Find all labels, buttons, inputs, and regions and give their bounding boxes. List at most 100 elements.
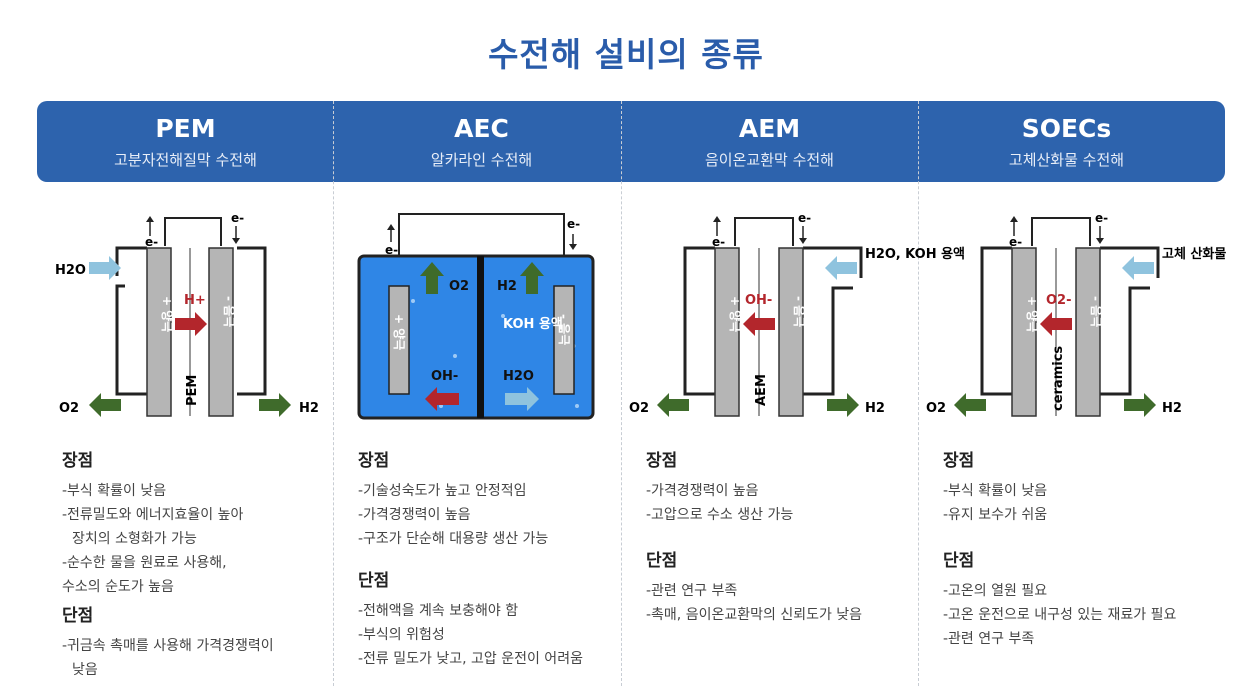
aem-diagram: e- e- H2O, KOH 용액 OH- + 양극 - 음극 AEM O2 H… [621,206,965,436]
input-label: 고체 산화물 [1162,246,1226,262]
pros-item: -전류밀도와 에너지효율이 높아 [62,507,244,523]
anode [388,285,410,395]
pros-title: 장점 [358,451,390,471]
cathode [553,285,575,395]
anode [714,247,740,417]
cathode-label: - 음극 [792,296,807,327]
membrane-label: PEM [185,375,200,406]
column-header: AEC 알카라인 수전해 [333,101,630,182]
electrolyte-tank [357,254,595,420]
column-header: AEM 음이온교환막 수전해 [621,101,918,182]
cons-item: -전해액을 계속 보충해야 함 [358,603,519,619]
electron-label: e- [1095,211,1108,225]
input-label: H2O, KOH 용액 [865,246,965,262]
anode-label: + 양극 [1025,296,1040,332]
column-pem: PEM 고분자전해질막 수전해 e- e- H2O [37,101,334,691]
output-o2: O2 [629,401,649,416]
h2-label: H2 [497,279,517,294]
pros-section: 장점 -부식 확률이 낮음 -유지 보수가 쉬움 [943,446,1213,527]
cons-title: 단점 [943,551,975,571]
anode-label: + 양극 [392,314,407,350]
pros-title: 장점 [62,451,94,471]
column-aec: AEC 알카라인 수전해 + 양극 - 음극 [333,101,630,691]
pros-section: 장점 -가격경쟁력이 높음 -고압으로 수소 생산 가능 [646,446,916,527]
electrolyte-label: KOH 용액 [503,316,563,332]
page-title: 수전해 설비의 종류 [488,35,764,74]
electron-label: e- [385,243,398,257]
electron-label: e- [798,211,811,225]
pros-item: -구조가 단순해 대용량 생산 가능 [358,531,549,547]
output-h2: H2 [865,401,885,416]
cathode [1075,247,1101,417]
anode-label: + 양극 [728,296,743,332]
pros-item: -부식 확률이 낮음 [943,483,1048,499]
header-bar [37,101,1225,182]
pros-item: -고압으로 수소 생산 가능 [646,507,794,523]
cathode-label: - 음극 [1089,296,1104,327]
cathode-label: - 음극 [557,314,572,345]
cons-title: 단점 [646,551,678,571]
column-subtitle: 알카라인 수전해 [430,151,533,169]
pros-item: 장치의 소형화가 가능 [72,531,197,547]
electron-label: e- [231,211,244,225]
cons-item: -촉매, 음이온교환막의 신뢰도가 낮음 [646,607,863,623]
electron-label: e- [145,235,158,249]
pros-section: 장점 -부식 확률이 낮음 -전류밀도와 에너지효율이 높아 장치의 소형화가 … [62,446,332,599]
anode-label: + 양극 [160,296,175,332]
column-divider [918,101,919,686]
electron-label: e- [712,235,725,249]
cons-item: -고온의 열원 필요 [943,583,1048,599]
ion-label: OH- [431,369,458,384]
output-o2: O2 [926,401,946,416]
pros-item: 수소의 순도가 높음 [62,579,174,595]
electron-label: e- [1009,235,1022,249]
column-subtitle: 고체산화물 수전해 [1008,151,1125,169]
pros-item: -부식 확률이 낮음 [62,483,167,499]
column-divider [621,101,622,686]
cons-item: -귀금속 촉매를 사용해 가격경쟁력이 [62,638,274,654]
ion-label: O2- [1046,293,1072,308]
column-name: AEC [454,114,509,143]
column-name: PEM [155,114,216,143]
cons-title: 단점 [62,606,94,626]
ion-label: H+ [184,293,206,308]
cons-section: 단점 -고온의 열원 필요 -고온 운전으로 내구성 있는 재료가 필요 -관련… [943,546,1213,651]
aec-diagram: + 양극 - 음극 e- e- O2 H2 KOH 용액 OH- H2O [333,206,630,436]
anode [1011,247,1037,417]
cons-section: 단점 -관련 연구 부족 -촉매, 음이온교환막의 신뢰도가 낮음 [646,546,916,627]
column-header: PEM 고분자전해질막 수전해 [37,101,334,182]
column-name: SOECs [1021,114,1112,143]
column-name: AEM [738,114,801,143]
column-divider [333,101,334,686]
cons-item: -전류 밀도가 낮고, 고압 운전이 어려움 [358,651,583,667]
cathode [208,247,234,417]
cons-item: -관련 연구 부족 [646,583,738,599]
pros-item: -가격경쟁력이 높음 [646,483,759,499]
pros-section: 장점 -기술성숙도가 높고 안정적임 -가격경쟁력이 높음 -구조가 단순해 대… [358,446,628,551]
cons-item: -부식의 위험성 [358,627,445,643]
cathode [778,247,804,417]
electron-label: e- [567,217,580,231]
input-label: H2O [55,263,86,278]
pros-item: -순수한 물을 원료로 사용해, [62,555,227,571]
output-h2: H2 [1162,401,1182,416]
cons-title: 단점 [358,571,390,591]
membrane-label: AEM [754,374,769,406]
pros-title: 장점 [646,451,678,471]
cons-item: -고온 운전으로 내구성 있는 재료가 필요 [943,607,1177,623]
pros-title: 장점 [943,451,975,471]
cons-item: -관련 연구 부족 [943,631,1035,647]
anode [146,247,172,417]
cathode-label: - 음극 [222,296,237,327]
output-h2: H2 [299,401,319,416]
column-aem: AEM 음이온교환막 수전해 e- e- H2O, KOH 용액 OH- + 양… [621,101,965,691]
column-subtitle: 음이온교환막 수전해 [705,151,834,169]
column-header: SOECs 고체산화물 수전해 [918,101,1215,182]
cons-item: 낮음 [72,662,98,678]
pem-diagram: e- e- H2O H+ + 양극 - 음극 PEM O2 H2 [37,206,334,436]
pros-item: -유지 보수가 쉬움 [943,507,1048,523]
pros-item: -가격경쟁력이 높음 [358,507,471,523]
ion-label: OH- [745,293,772,308]
membrane-label: ceramics [1051,346,1066,411]
column-subtitle: 고분자전해질막 수전해 [114,151,257,169]
